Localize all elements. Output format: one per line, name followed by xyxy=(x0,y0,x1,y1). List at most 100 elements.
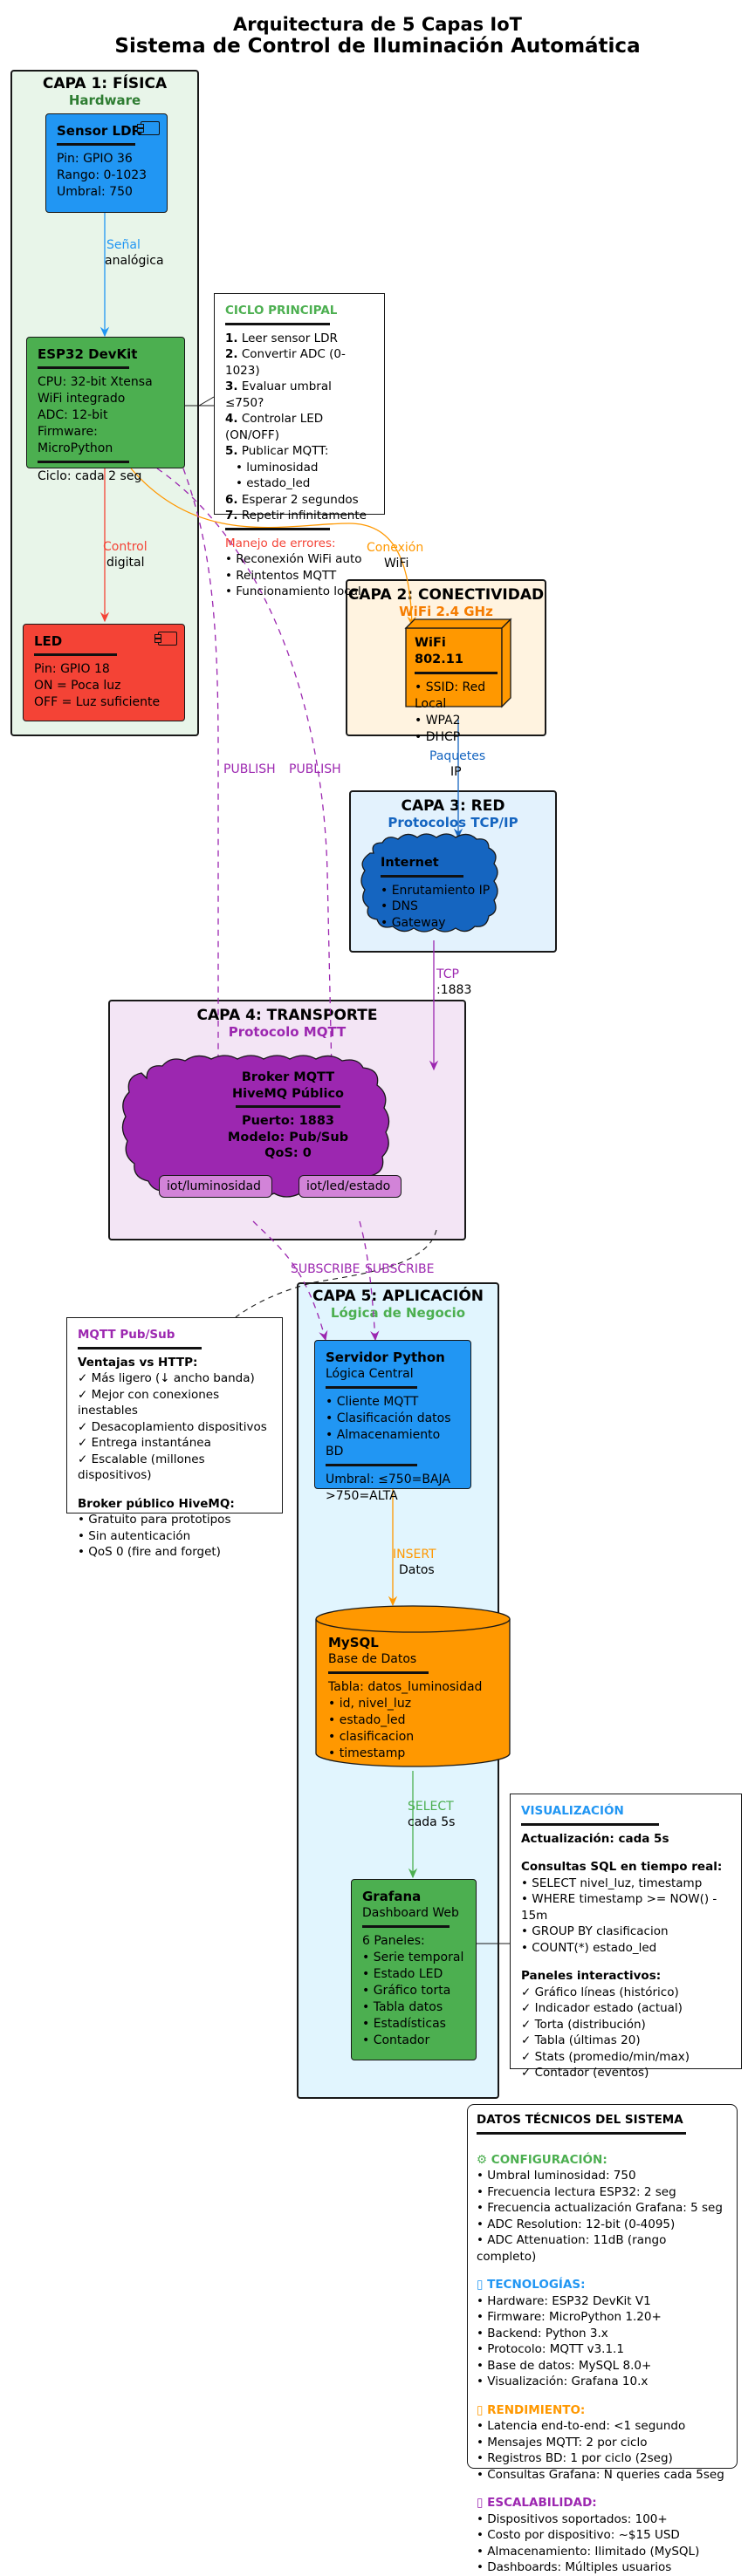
edge-label-analogica: analógica xyxy=(105,254,164,268)
edge-label-cada5s: cada 5s xyxy=(408,1815,456,1829)
mqtt-ventaja-line: ✓ Desacoplamiento dispositivos xyxy=(78,1419,267,1434)
layer-5-subtitle: Lógica de Negocio xyxy=(330,1305,466,1321)
broker-line: Modelo: Pub/Sub xyxy=(227,1130,349,1145)
mqtt-ventaja-line: ✓ Más ligero (↓ ancho banda) xyxy=(78,1371,255,1385)
visual-actualizacion: Actualización: cada 5s xyxy=(521,1831,669,1846)
sensor-ldr-node: Sensor LDR Pin: GPIO 36 Rango: 0-1023 Um… xyxy=(45,113,168,213)
note-ciclo-header: CICLO PRINCIPAL xyxy=(225,304,338,318)
ciclo-errores-header: Manejo de errores: xyxy=(225,536,336,550)
tecnicos-tec-line: • Base de datos: MySQL 8.0+ xyxy=(477,2358,652,2373)
tecnicos-tec-line: • Protocolo: MQTT v3.1.1 xyxy=(477,2342,624,2356)
mqtt-broker-line: • Gratuito para prototipos xyxy=(78,1513,231,1527)
tecnicos-config-line: • ADC Attenuation: 11dB (rango completo) xyxy=(477,2233,667,2264)
ciclo-sub: • estado_led xyxy=(236,476,311,490)
grafana-line: • Serie temporal xyxy=(362,1951,464,1964)
led-line: ON = Poca luz xyxy=(34,679,121,693)
tecnicos-ren-line: • Mensajes MQTT: 2 por ciclo xyxy=(477,2435,648,2450)
grafana-line: • Estado LED xyxy=(362,1967,443,1981)
tecnicos-tec-line: • Hardware: ESP32 DevKit V1 xyxy=(477,2293,651,2308)
edge-label-paquetes: Paquetes xyxy=(429,749,486,763)
mysql-line: • timestamp xyxy=(328,1746,406,1760)
edge-label-port: :1883 xyxy=(436,983,472,997)
broker-title: Broker MQTT xyxy=(241,1070,335,1084)
tecnicos-tec-line: • Backend: Python 3.x xyxy=(477,2326,608,2340)
layer-2-subtitle: WiFi 2.4 GHz xyxy=(399,604,493,619)
broker-node: Broker MQTT HiveMQ Público Puerto: 1883 … xyxy=(148,1069,428,1227)
esp32-footer: Ciclo: cada 2 seg xyxy=(38,469,142,483)
led-line: OFF = Luz suficiente xyxy=(34,695,161,709)
connector-mqtt-note xyxy=(235,1229,437,1318)
ciclo-step: 1. Leer sensor LDR xyxy=(225,331,338,345)
ciclo-error-line: • Reconexión WiFi auto xyxy=(225,552,362,566)
internet-cloud-shape xyxy=(360,833,498,933)
note-visualizacion: VISUALIZACIÓN Actualización: cada 5s Con… xyxy=(510,1794,742,2080)
visual-consultas: Consultas SQL en tiempo real: xyxy=(521,1860,723,1874)
tecnicos-config-header: ⚙ CONFIGURACIÓN: xyxy=(477,2152,607,2167)
mqtt-broker-line: • Sin autenticación xyxy=(78,1528,191,1543)
visual-panel-line: ✓ Contador (eventos) xyxy=(521,2066,649,2080)
layer-3-title: CAPA 3: RED xyxy=(401,797,505,815)
esp32-line: Firmware: MicroPython xyxy=(38,425,113,455)
sensor-line: Umbral: 750 xyxy=(57,185,133,199)
layer-4-subtitle: Protocolo MQTT xyxy=(228,1024,347,1040)
ciclo-sub: • luminosidad xyxy=(236,460,319,475)
component-icon xyxy=(137,121,160,135)
sensor-title: Sensor LDR xyxy=(57,123,142,139)
wifi-title: WiFi 802.11 xyxy=(415,636,463,666)
esp32-node: ESP32 DevKit CPU: 32-bit Xtensa WiFi int… xyxy=(26,337,185,483)
led-node: LED Pin: GPIO 18 ON = Poca luz OFF = Luz… xyxy=(23,624,185,721)
mqtt-ventaja-line: ✓ Escalable (millones dispositivos) xyxy=(78,1452,205,1483)
ciclo-step: 3. Evaluar umbral ≤750? xyxy=(225,379,332,410)
edge-label-digital: digital xyxy=(106,556,145,570)
edge-label-select: SELECT xyxy=(408,1800,454,1814)
edge-publish-a xyxy=(182,468,219,1073)
grafana-subtitle: Dashboard Web xyxy=(362,1906,459,1920)
layer-3-subtitle: Protocolos TCP/IP xyxy=(388,815,518,830)
tecnicos-esc-header: ▯ ESCALABILIDAD: xyxy=(477,2496,597,2510)
ciclo-error-line: • Funcionamiento local xyxy=(225,584,361,598)
ciclo-step: 6. Esperar 2 segundos xyxy=(225,492,359,507)
broker-line: QoS: 0 xyxy=(264,1146,312,1160)
internet-line: • Enrutamiento IP xyxy=(381,883,491,898)
note-mqtt-pubsub: MQTT Pub/Sub Ventajas vs HTTP: ✓ Más lig… xyxy=(66,1317,283,1559)
mqtt-broker-line: • QoS 0 (fire and forget) xyxy=(78,1545,221,1559)
internet-node: Internet • Enrutamiento IP • DNS • Gatew… xyxy=(377,851,499,939)
note-ciclo-principal: CICLO PRINCIPAL 1. Leer sensor LDR 2. Co… xyxy=(214,293,385,598)
broker-subtitle: HiveMQ Público xyxy=(231,1086,345,1101)
visual-panel-line: ✓ Gráfico líneas (histórico) xyxy=(521,1985,679,1999)
topic-luminosidad: iot/luminosidad xyxy=(159,1175,272,1198)
diagram-edges xyxy=(100,213,517,1944)
wifi-line: • WPA2 xyxy=(415,714,461,728)
edge-label-control: Control xyxy=(103,540,148,554)
server-line: • Cliente MQTT xyxy=(326,1395,419,1409)
visual-paneles: Paneles interactivos: xyxy=(521,1969,662,1983)
edge-label-conexion: Conexión xyxy=(367,541,424,555)
tecnicos-esc-line: • Costo por dispositivo: ~$15 USD xyxy=(477,2528,680,2542)
tecnicos-config-line: • Frecuencia lectura ESP32: 2 seg xyxy=(477,2184,676,2199)
mqtt-broker: Broker público HiveMQ: xyxy=(78,1496,235,1511)
tecnicos-esc-line: • Almacenamiento: Ilimitado (MySQL) xyxy=(477,2544,700,2559)
tecnicos-tec-header: ▯ TECNOLOGÍAS: xyxy=(477,2278,586,2292)
visual-sql-line: • SELECT nivel_luz, timestamp xyxy=(521,1876,703,1890)
connector-ciclo-note-b xyxy=(198,396,215,407)
tecnicos-ren-header: ▯ RENDIMIENTO: xyxy=(477,2402,586,2417)
visual-panel-line: ✓ Stats (promedio/min/max) xyxy=(521,2049,690,2064)
grafana-line: • Gráfico torta xyxy=(362,1984,451,1998)
layer-1-title: CAPA 1: FÍSICA xyxy=(42,75,168,92)
visual-panel-line: ✓ Indicador estado (actual) xyxy=(521,2001,683,2015)
esp32-title: ESP32 DevKit xyxy=(38,346,138,362)
edge-label-subscribe-a: SUBSCRIBE xyxy=(291,1262,360,1276)
mysql-line: Tabla: datos_luminosidad xyxy=(328,1680,483,1694)
esp32-line: WiFi integrado xyxy=(38,392,126,406)
edge-label-publish-b: PUBLISH xyxy=(289,762,341,776)
wifi-line: • DHCP xyxy=(415,730,461,744)
tecnicos-tec-line: • Visualización: Grafana 10.x xyxy=(477,2374,649,2388)
server-python-node: Servidor Python Lógica Central • Cliente… xyxy=(314,1340,471,1503)
mqtt-ventaja-line: ✓ Entrega instantánea xyxy=(78,1436,211,1450)
mysql-line: • id, nivel_luz xyxy=(328,1697,412,1711)
visual-panel-line: ✓ Tabla (últimas 20) xyxy=(521,2033,641,2047)
edge-label-ip: IP xyxy=(450,765,462,779)
edge-label-tcp: TCP xyxy=(436,967,459,981)
tecnicos-header: DATOS TÉCNICOS DEL SISTEMA xyxy=(477,2113,683,2127)
edge-subscribe-b xyxy=(359,1220,380,1342)
